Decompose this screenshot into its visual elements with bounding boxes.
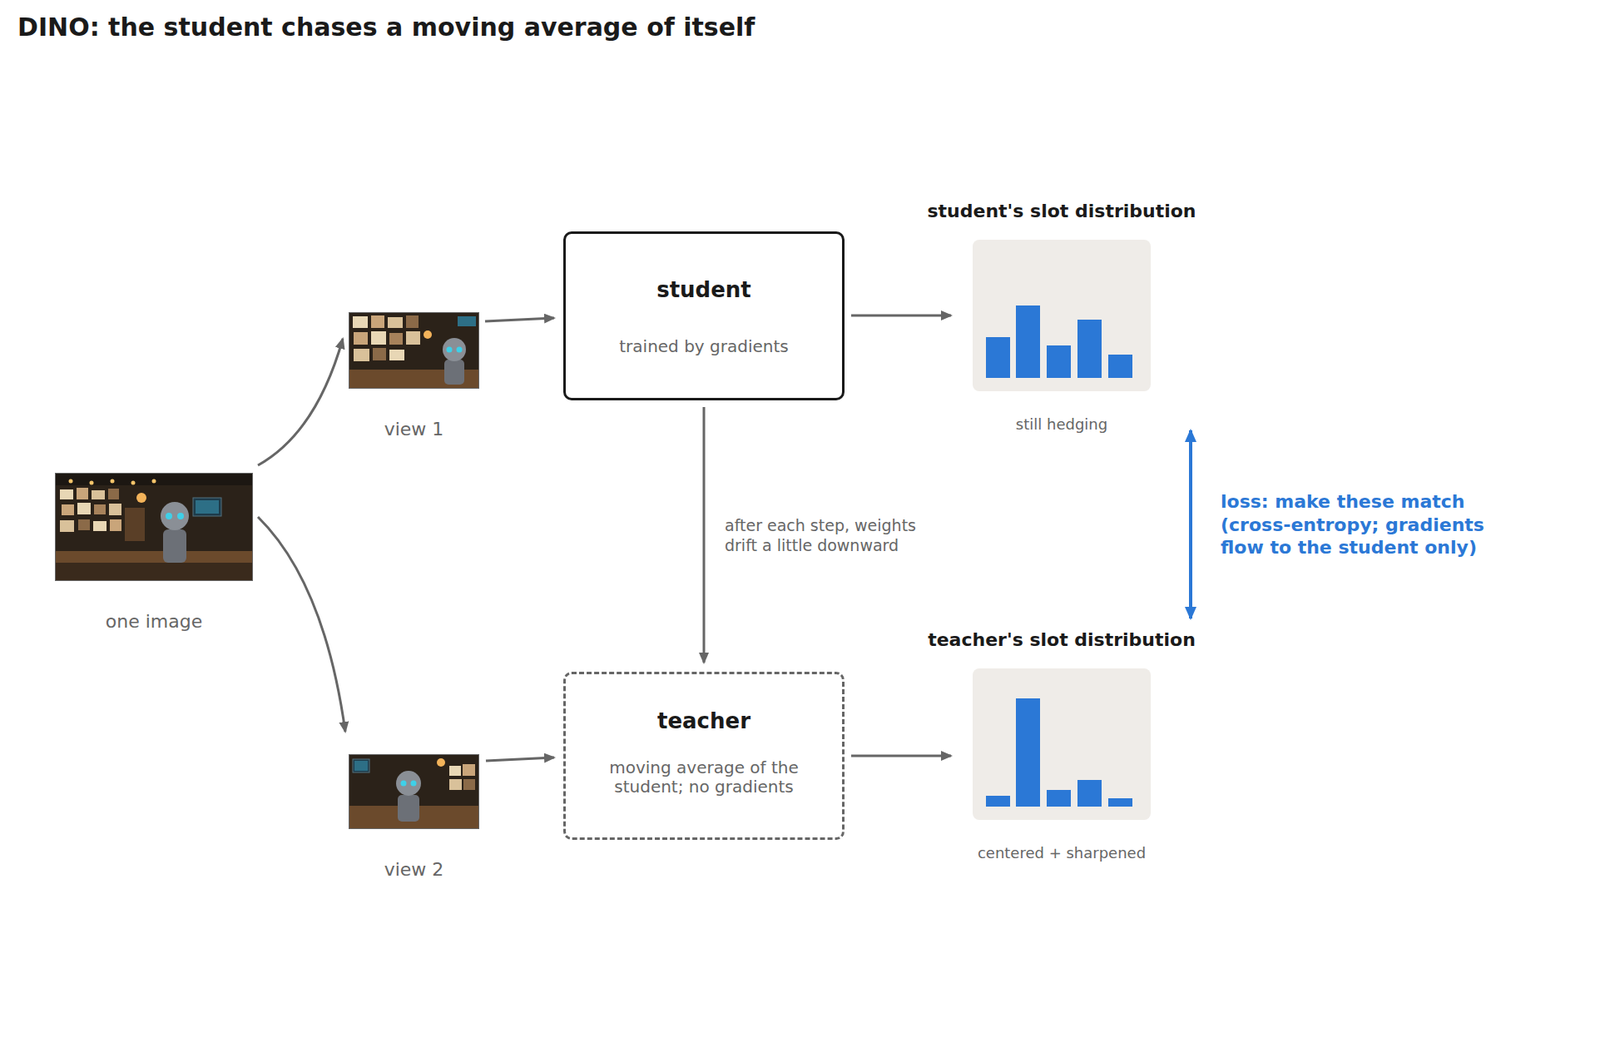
image-box: one image [54,472,253,581]
loss-label: loss: make these match (cross-entropy; g… [1220,490,1512,560]
flow-arrow [257,516,346,732]
box-heading: student [656,277,752,303]
scene-illustration [55,473,253,580]
flow-arrow [485,317,555,322]
image-label: one image [105,610,203,633]
view-illustration [349,312,479,388]
loss-arrow [1188,430,1193,619]
flow-arrow [851,754,952,758]
scene-background [349,754,479,828]
flow-arrow [703,406,706,663]
image-label: view 2 [384,858,445,881]
image-label: view 1 [384,418,445,441]
panel-caption: still hedging [1015,415,1108,434]
panel-caption: centered + sharpened [977,843,1146,862]
edge-label: after each step, weights drift a little … [724,515,946,555]
flow-arrow [485,757,555,761]
scene-background [55,473,253,580]
network-box: teacher moving average of the student; no… [563,671,845,840]
image-box: view 1 [348,312,480,389]
box-note: trained by gradients [591,336,817,357]
panel-heading: student's slot distribution [926,200,1196,223]
network-box: student trained by gradients [563,231,845,401]
panel-heading: teacher's slot distribution [927,629,1196,651]
scene-background [349,312,479,388]
flow-arrow [851,314,952,318]
flow-arrow [257,338,343,466]
box-note: moving average of the student; no gradie… [591,757,817,797]
distribution-panel: teacher's slot distributioncentered + sh… [972,668,1151,820]
view-illustration [349,754,479,828]
image-box: view 2 [348,753,480,829]
diagram-title: DINO: the student chases a moving averag… [17,12,755,42]
distribution-panel: student's slot distributionstill hedging [972,239,1151,392]
box-heading: teacher [657,708,751,734]
